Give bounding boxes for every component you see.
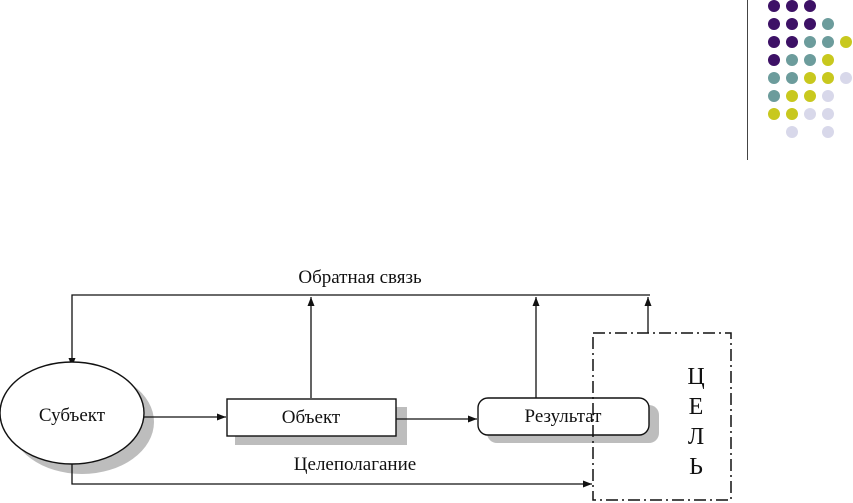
decorative-dot	[786, 18, 798, 30]
result-label: Результат	[525, 406, 603, 427]
decorative-dot	[768, 0, 780, 12]
decorative-dot	[822, 90, 834, 102]
decorative-dot	[822, 72, 834, 84]
decorative-dot	[786, 72, 798, 84]
decorative-dot	[804, 18, 816, 30]
decorative-dot	[804, 72, 816, 84]
decorative-dot	[822, 108, 834, 120]
goal-letter: Ц	[687, 364, 704, 390]
object-label: Объект	[282, 407, 341, 428]
decorative-dot	[786, 36, 798, 48]
decorative-dot	[786, 90, 798, 102]
feedback-loop-line	[68, 294, 650, 367]
goal-letter: Е	[689, 394, 704, 420]
goal-letter: Л	[688, 424, 704, 450]
decorative-dot	[804, 36, 816, 48]
decorative-dot	[786, 126, 798, 138]
decorative-dot	[804, 0, 816, 12]
decorative-dot	[840, 72, 852, 84]
goal-box	[592, 332, 732, 501]
decorative-dot	[822, 18, 834, 30]
decorative-dot	[804, 90, 816, 102]
decorative-dot	[786, 0, 798, 12]
goal-letter: Ь	[689, 454, 703, 480]
goal-setting-label: Целеполагание	[294, 454, 416, 475]
result-node	[477, 397, 650, 436]
goal-setting-line	[71, 464, 592, 488]
decorative-dot	[768, 72, 780, 84]
decorative-dot	[822, 54, 834, 66]
decorative-dot	[768, 36, 780, 48]
decorative-dot-grid	[768, 0, 852, 138]
decorative-dot	[768, 54, 780, 66]
decorative-dot	[768, 108, 780, 120]
decorative-dot	[804, 108, 816, 120]
decorative-divider-line	[747, 0, 748, 160]
subject-label: Субъект	[39, 405, 106, 426]
decorative-dot	[822, 36, 834, 48]
decorative-dot	[804, 54, 816, 66]
decorative-dot	[840, 36, 852, 48]
decorative-dot	[786, 108, 798, 120]
object-node	[226, 398, 397, 437]
decorative-dot	[822, 126, 834, 138]
decorative-dot	[768, 90, 780, 102]
feedback-label: Обратная связь	[298, 267, 422, 288]
decorative-dot	[768, 18, 780, 30]
decorative-dot	[786, 54, 798, 66]
